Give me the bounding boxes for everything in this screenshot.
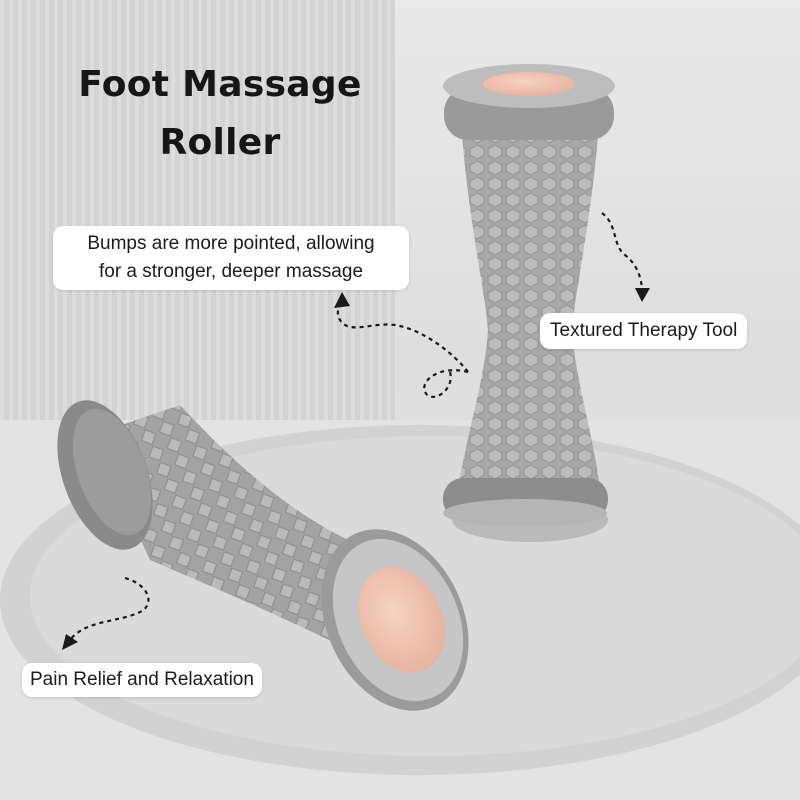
- callout-pain-relief: Pain Relief and Relaxation: [22, 663, 262, 697]
- end-cap-pad: [358, 567, 446, 673]
- headline-line-2: Roller: [159, 122, 281, 163]
- callout-textured: Textured Therapy Tool: [540, 313, 748, 349]
- lying-roller: [57, 400, 469, 711]
- ribbed-wall-panel: [0, 0, 395, 420]
- headline-line-1: Foot Massage: [78, 64, 362, 105]
- dashed-arrow-icon: [601, 212, 644, 293]
- dashed-arrow-icon: [69, 576, 150, 641]
- arrowhead: [62, 634, 78, 650]
- arrowhead: [635, 288, 650, 302]
- dashed-loop-arrow-icon: [336, 299, 469, 398]
- callout-bumps: Bumps are more pointed, allowing for a s…: [53, 226, 409, 290]
- callout-bumps-line-1: Bumps are more pointed, allowing: [87, 233, 375, 254]
- callout-bumps-line-2: for a stronger, deeper massage: [98, 261, 364, 282]
- upright-roller: [443, 64, 615, 542]
- arrowhead: [334, 292, 350, 308]
- end-cap-pad: [483, 72, 575, 96]
- headline: Foot Massage Roller: [60, 56, 380, 172]
